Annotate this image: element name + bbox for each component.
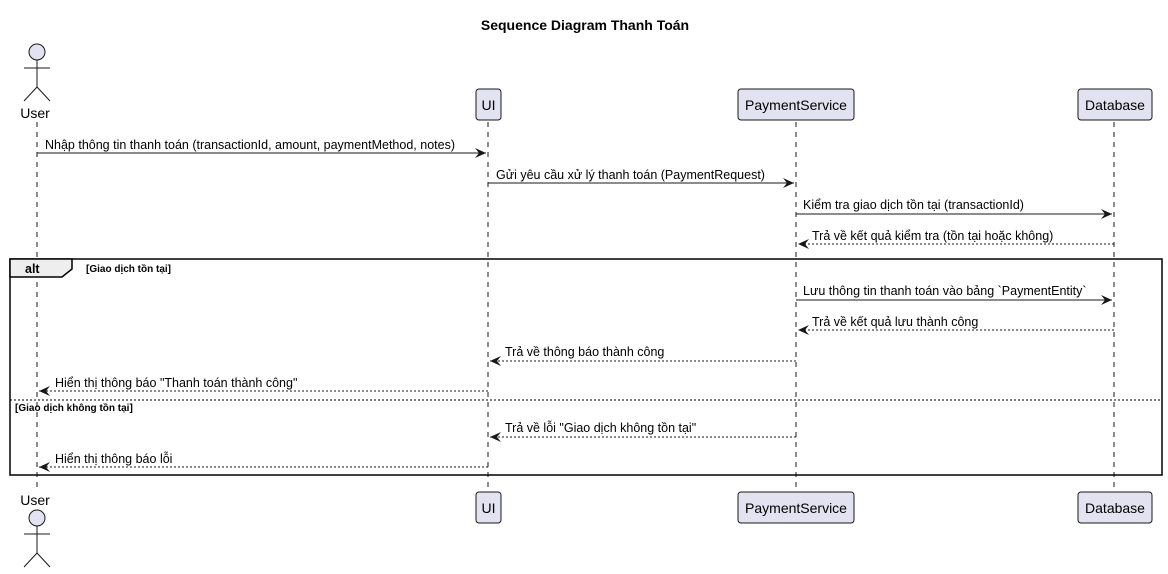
alt-guard-2: [Giao dịch không tồn tại] [15, 402, 133, 414]
messages: Nhập thông tin thanh toán (transactionId… [37, 138, 1114, 472]
participant-database-top: Database [1077, 88, 1153, 121]
message-label: Trả về thông báo thành công [505, 345, 664, 359]
message-6: Trả về kết quả lưu thành công [798, 315, 1114, 335]
participant-paymentservice-label: PaymentService [745, 500, 847, 516]
diagram-title: Sequence Diagram Thanh Toán [481, 17, 689, 33]
message-label: Hiển thị thông báo "Thanh toán thành côn… [55, 376, 297, 390]
actor-head [28, 43, 46, 61]
message-4: Trả về kết quả kiểm tra (tồn tại hoặc kh… [798, 229, 1114, 249]
message-9: Trả về lỗi "Giao dịch không tồn tại" [490, 420, 796, 442]
user-actor-bottom [23, 509, 51, 568]
user-actor-top [23, 43, 51, 102]
message-1: Nhập thông tin thanh toán (transactionId… [37, 138, 486, 158]
alt-fragment: alt [Giao dịch tồn tại] [Giao dịch không… [9, 258, 1163, 476]
message-3: Kiểm tra giao dịch tồn tại (transactionI… [796, 198, 1112, 219]
participant-database-label: Database [1085, 97, 1145, 113]
message-5: Lưu thông tin thanh toán vào bảng `Payme… [796, 284, 1112, 305]
participant-ui-bottom: UI [475, 491, 502, 524]
message-label: Hiển thị thông báo lỗi [55, 451, 172, 466]
participant-database-label: Database [1085, 500, 1145, 516]
participant-user-label-top: User [20, 105, 50, 121]
participant-ui-top: UI [475, 88, 502, 121]
message-label: Trả về kết quả kiểm tra (tồn tại hoặc kh… [812, 229, 1053, 243]
message-label: Trả về kết quả lưu thành công [812, 315, 978, 329]
message-label: Nhập thông tin thanh toán (transactionId… [45, 138, 455, 152]
participant-paymentservice-top: PaymentService [737, 88, 855, 121]
message-10: Hiển thị thông báo lỗi [39, 451, 488, 472]
alt-label: alt [25, 262, 40, 276]
message-label: Gửi yêu cầu xử lý thanh toán (PaymentReq… [496, 168, 765, 182]
participant-paymentservice-label: PaymentService [745, 97, 847, 113]
participant-ui-label: UI [482, 500, 496, 516]
participant-paymentservice-bottom: PaymentService [737, 491, 855, 524]
actor-head [28, 509, 46, 527]
alt-tab [9, 258, 73, 278]
message-8: Hiển thị thông báo "Thanh toán thành côn… [39, 376, 488, 396]
participant-user-label-bottom: User [20, 492, 50, 508]
message-label: Kiểm tra giao dịch tồn tại (transactionI… [803, 198, 1024, 212]
participant-database-bottom: Database [1077, 491, 1153, 524]
message-label: Trả về lỗi "Giao dịch không tồn tại" [505, 420, 696, 435]
message-7: Trả về thông báo thành công [490, 345, 796, 366]
participant-ui-label: UI [482, 97, 496, 113]
alt-guard-1: [Giao dịch tồn tại] [86, 263, 171, 275]
message-2: Gửi yêu cầu xử lý thanh toán (PaymentReq… [488, 168, 794, 188]
message-label: Lưu thông tin thanh toán vào bảng `Payme… [803, 284, 1087, 298]
